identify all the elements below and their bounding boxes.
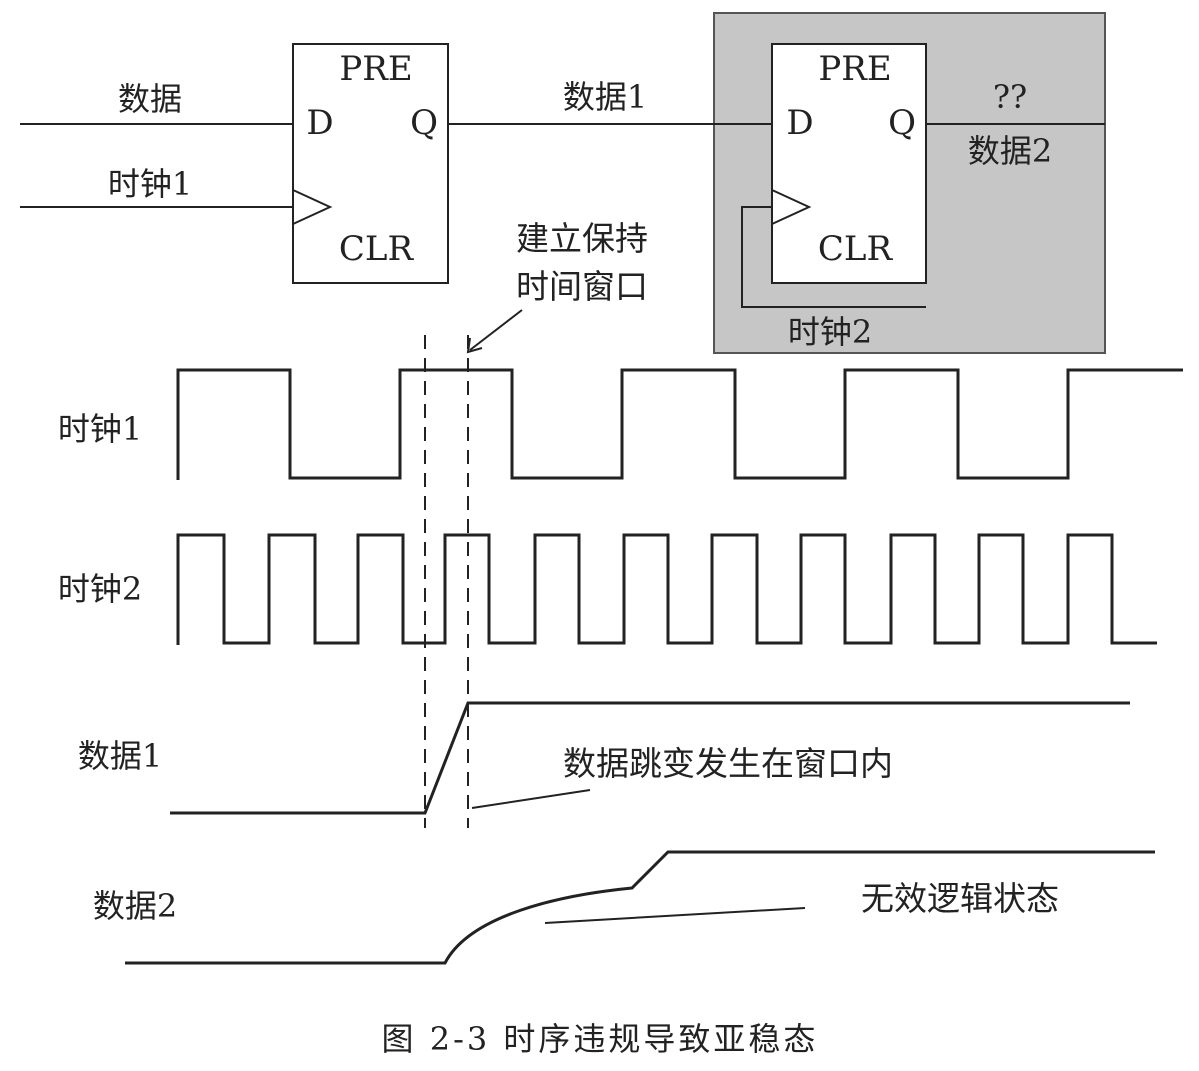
data2-waveform — [125, 850, 1155, 965]
data2-wave-label: 数据2 — [93, 887, 177, 925]
clock2-wave-label: 时钟2 — [58, 570, 142, 608]
clock2-waveform — [176, 533, 1157, 645]
unknown-output-label: ?? — [993, 78, 1027, 116]
clock1-waveform — [176, 368, 1183, 480]
ff2-pre: PRE — [818, 49, 891, 89]
clock2-wire — [741, 206, 926, 308]
ff2-q: Q — [888, 103, 916, 143]
ff2-clr: CLR — [818, 229, 894, 269]
flip-flop-1: PRE D Q CLR — [292, 43, 449, 284]
data1-wire-label: 数据1 — [563, 78, 647, 116]
clock-input-triangle-icon — [292, 189, 333, 225]
data1-wave-label: 数据1 — [78, 737, 162, 775]
window-note-line2: 时间窗口 — [516, 267, 648, 306]
window-note-line1: 建立保持 — [516, 219, 648, 258]
window-pointer — [469, 309, 523, 351]
data1-note: 数据跳变发生在窗口内 — [563, 744, 893, 783]
flip-flop-2: PRE D Q CLR — [771, 43, 927, 284]
input-data-label: 数据 — [118, 80, 182, 118]
arrow-head-icon — [466, 337, 483, 354]
data2-note-pointer — [544, 907, 806, 924]
clock1-wave-label: 时钟1 — [58, 410, 142, 448]
data1-note-pointer — [471, 789, 591, 809]
ff2-d: D — [786, 103, 813, 143]
figure-caption: 图 2-3 时序违规导致亚稳态 — [382, 1020, 819, 1058]
data2-note: 无效逻辑状态 — [861, 879, 1059, 918]
ff1-d: D — [306, 103, 333, 143]
ff1-q: Q — [410, 103, 438, 143]
clock2-wire-label: 时钟2 — [788, 313, 872, 351]
ff1-clr: CLR — [339, 229, 415, 269]
clock1-wire-label: 时钟1 — [108, 165, 192, 203]
data2-wire-label: 数据2 — [968, 132, 1052, 170]
clock-input-triangle-icon — [771, 189, 812, 225]
data1-waveform — [170, 701, 1130, 815]
ff1-pre: PRE — [339, 49, 412, 89]
